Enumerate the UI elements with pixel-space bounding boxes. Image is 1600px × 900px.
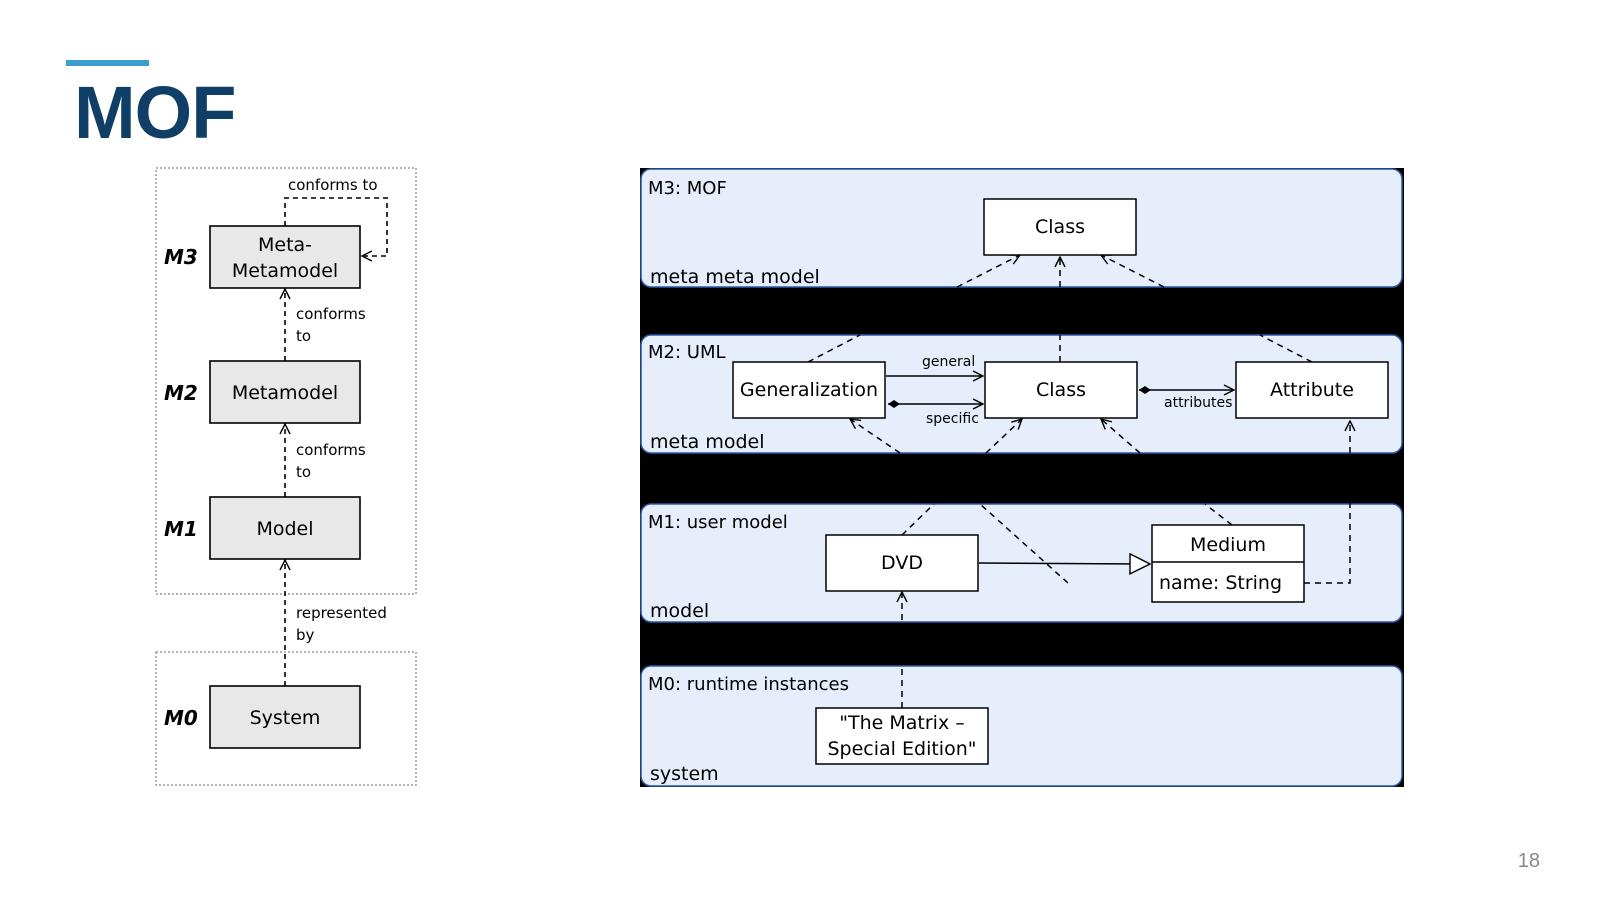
level-label-m2: M2 [164, 381, 198, 405]
mof-layers-diagram: M3: MOF meta meta model M2: UML meta mod… [640, 168, 1404, 787]
dvd-inherits-medium-edge [978, 563, 1150, 564]
svg-text:Metamodel: Metamodel [232, 382, 338, 404]
represented-by-label-line1: represented [296, 604, 387, 622]
matrix-instance-box: "The Matrix – Special Edition" [815, 707, 989, 765]
m3-class-box: Class [983, 198, 1137, 256]
svg-text:Generalization: Generalization [740, 379, 878, 401]
system-level-frame [155, 651, 417, 786]
attribute-box: Attribute [1235, 361, 1389, 419]
model-conforms-label-line1: conforms [296, 441, 366, 459]
m2-band-caption: meta model [650, 431, 765, 453]
represented-by-label-line2: by [296, 626, 315, 644]
m2-band-title: M2: UML [648, 342, 726, 363]
m3-band-caption: meta meta model [650, 266, 820, 288]
svg-text:Meta-: Meta- [258, 234, 312, 256]
svg-text:Attribute: Attribute [1270, 379, 1354, 401]
svg-text:Class: Class [1036, 379, 1086, 401]
title-accent-bar [66, 60, 149, 66]
meta-metamodel-box: Meta- Metamodel [209, 225, 361, 289]
svg-text:Metamodel: Metamodel [232, 260, 338, 282]
m0-band-title: M0: runtime instances [648, 674, 849, 695]
m2-class-box: Class [984, 361, 1138, 419]
system-box: System [209, 685, 361, 749]
medium-box: Medium name: String [1151, 524, 1305, 603]
metamodel-conforms-label-line2: to [296, 327, 311, 345]
m0-band-caption: system [650, 763, 719, 785]
svg-text:Class: Class [1035, 216, 1085, 238]
self-conforms-edge [284, 197, 388, 256]
svg-text:Medium: Medium [1190, 534, 1266, 556]
attributes-label: attributes [1164, 395, 1232, 411]
page-number: 18 [1517, 850, 1540, 872]
generalization-box: Generalization [732, 361, 886, 419]
m1-band-title: M1: user model [648, 512, 788, 533]
medium-name-attribute: name: String [1159, 572, 1282, 594]
upper-levels-frame [155, 167, 417, 595]
model-conforms-label-line2: to [296, 463, 311, 481]
metamodel-conforms-label-line1: conforms [296, 305, 366, 323]
slide-title: MOF [74, 71, 236, 154]
metamodel-hierarchy-diagram: M3 M2 M1 M0 conforms to Meta- Metamodel … [155, 167, 417, 786]
svg-text:Special Edition": Special Edition" [828, 738, 977, 760]
specific-label: specific [926, 411, 979, 427]
metamodel-box: Metamodel [209, 360, 361, 424]
level-label-m0: M0 [164, 706, 198, 730]
m1-band-caption: model [650, 600, 709, 622]
level-label-m3: M3 [164, 245, 198, 269]
model-box: Model [209, 496, 361, 560]
m3-band-title: M3: MOF [648, 178, 727, 199]
svg-text:"The Matrix –: "The Matrix – [839, 712, 964, 734]
general-label: general [922, 354, 975, 370]
level-label-m1: M1 [164, 517, 198, 541]
svg-text:System: System [250, 707, 321, 729]
dvd-box: DVD [825, 534, 979, 592]
svg-text:DVD: DVD [881, 552, 923, 574]
svg-text:Model: Model [256, 518, 313, 540]
self-conforms-label: conforms to [288, 176, 378, 194]
instance-of-edges [807, 255, 1350, 708]
